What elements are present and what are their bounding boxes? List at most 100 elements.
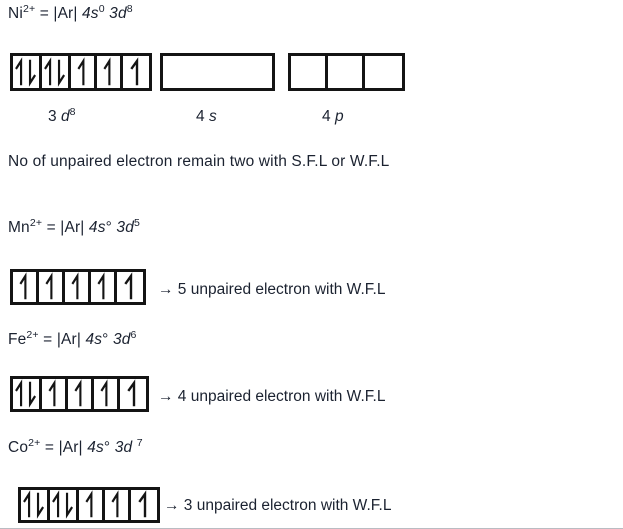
electron-up-arrow-icon <box>71 272 79 300</box>
co-s-superscript: ° <box>103 439 111 456</box>
co-d-superscript: 7 <box>136 436 143 449</box>
sublabel-4s-orbital: s <box>208 108 217 125</box>
orbital-box-group-4p <box>288 53 405 91</box>
sublabel-3d-n: 3 <box>48 108 57 125</box>
fe-element-symbol: Fe <box>8 331 27 348</box>
sublabel-3d-superscript: 8 <box>69 105 76 118</box>
orbital-cell-empty[interactable] <box>328 56 365 88</box>
orbital-cell-paired[interactable] <box>21 490 50 520</box>
orbital-box-group-fe <box>10 376 149 412</box>
unpaired-electron-note: No of unpaired electron remain two with … <box>8 153 390 170</box>
orbital-cell-empty[interactable] <box>291 56 328 88</box>
orbital-diagram-fe-3d <box>10 376 149 412</box>
sublabel-4s: 4 s <box>196 108 217 126</box>
ni-element-symbol: Ni <box>8 5 23 22</box>
orbital-cell-single[interactable] <box>71 56 97 88</box>
electron-up-arrow-icon <box>45 272 53 300</box>
orbital-cell-single[interactable] <box>131 490 157 520</box>
electron-pair-icon <box>15 57 37 87</box>
fe-configuration-line: Fe2+ = |Ar| 4s° 3d6 <box>8 330 137 350</box>
fe-equals: = <box>43 331 53 348</box>
orbital-cell-single[interactable] <box>91 272 117 302</box>
orbital-box-group-3d <box>10 53 152 91</box>
orbital-cell-empty[interactable] <box>163 56 272 88</box>
electron-up-arrow-icon <box>127 379 136 407</box>
co-configuration-line: Co2+ = |Ar| 4s° 3d 7 <box>8 438 143 458</box>
fe-d-superscript: 6 <box>130 328 137 341</box>
electron-pair-icon <box>23 490 45 519</box>
orbital-diagram-ni-3d <box>10 53 152 91</box>
electron-up-arrow-icon <box>48 379 56 407</box>
orbital-diagram-co-3d <box>18 487 160 523</box>
electron-up-arrow-icon <box>97 272 105 300</box>
orbital-cell-empty[interactable] <box>365 56 402 88</box>
orbital-box-group-co <box>18 487 160 523</box>
orbital-cell-single[interactable] <box>42 379 68 409</box>
electron-up-arrow-icon <box>111 490 119 518</box>
fe-d-orbital: 3d <box>112 331 131 348</box>
orbital-cell-paired[interactable] <box>42 56 71 88</box>
orbital-cell-single[interactable] <box>97 56 123 88</box>
mn-core: |Ar| <box>60 219 85 236</box>
ni-charge: 2+ <box>22 2 36 15</box>
electron-up-arrow-icon <box>85 490 93 518</box>
orbital-cell-single[interactable] <box>79 490 105 520</box>
fe-result-text: → 4 unpaired electron with W.F.L <box>158 388 386 405</box>
sublabel-4s-n: 4 <box>196 108 205 125</box>
orbital-cell-single[interactable] <box>68 379 94 409</box>
electron-up-arrow-icon <box>19 272 27 300</box>
orbital-cell-single[interactable] <box>94 379 120 409</box>
electron-up-arrow-icon <box>77 57 85 86</box>
sublabel-4p-n: 4 <box>322 108 331 125</box>
mn-result-text: → 5 unpaired electron with W.F.L <box>158 281 386 298</box>
electron-up-arrow-icon <box>100 379 108 407</box>
electron-up-arrow-icon <box>74 379 82 407</box>
co-d-orbital: 3d <box>114 439 133 456</box>
orbital-cell-single[interactable] <box>105 490 131 520</box>
co-s-orbital: 4s <box>87 439 104 456</box>
sublabel-3d: 3 d8 <box>48 105 76 126</box>
orbital-cell-single[interactable] <box>120 379 146 409</box>
sublabel-4p: 4 p <box>322 108 344 126</box>
fe-s-superscript: ° <box>102 331 109 348</box>
co-element-symbol: Co <box>8 439 29 456</box>
orbital-cell-single[interactable] <box>13 272 39 302</box>
ni-core: |Ar| <box>53 5 78 22</box>
mn-d-orbital: 3d <box>116 219 134 236</box>
orbital-diagram-mn-3d <box>10 269 146 305</box>
electron-pair-icon <box>44 57 66 87</box>
ni-configuration-line: Ni2+ = |Ar| 4s0 3d8 <box>8 4 133 24</box>
fe-s-orbital: 4s <box>85 331 103 348</box>
electron-pair-icon <box>52 490 74 519</box>
orbital-cell-single[interactable] <box>123 56 149 88</box>
mn-equals: = <box>46 219 56 236</box>
orbital-cell-single[interactable] <box>65 272 91 302</box>
co-result-text: → 3 unpaired electron with W.F.L <box>164 497 392 514</box>
mn-s-orbital: 4s <box>88 219 106 236</box>
sublabel-3d-orbital: d <box>60 108 70 125</box>
orbital-cell-single[interactable] <box>117 272 143 302</box>
orbital-cell-paired[interactable] <box>13 56 42 88</box>
mn-charge: 2+ <box>29 216 43 229</box>
co-core: |Ar| <box>58 439 83 456</box>
sublabel-4p-orbital: p <box>334 108 344 125</box>
orbital-diagram-ni-4p <box>288 53 405 91</box>
ni-d-superscript: 8 <box>126 2 133 15</box>
mn-s-superscript: ° <box>105 219 112 236</box>
electron-pair-icon <box>15 379 37 408</box>
orbital-diagram-ni-4s <box>160 53 275 91</box>
mn-configuration-line: Mn2+ = |Ar| 4s° 3d5 <box>8 218 140 238</box>
electron-up-arrow-icon <box>124 272 133 300</box>
orbital-box-group-4s <box>160 53 275 91</box>
orbital-cell-paired[interactable] <box>13 379 42 409</box>
electron-up-arrow-icon <box>103 57 111 86</box>
electron-up-arrow-icon <box>130 57 139 86</box>
co-equals: = <box>44 439 55 456</box>
ni-equals: = <box>39 5 49 22</box>
orbital-cell-paired[interactable] <box>50 490 79 520</box>
orbital-cell-single[interactable] <box>39 272 65 302</box>
mn-element-symbol: Mn <box>8 219 30 236</box>
orbital-box-group-mn <box>10 269 146 305</box>
electron-up-arrow-icon <box>138 490 147 518</box>
